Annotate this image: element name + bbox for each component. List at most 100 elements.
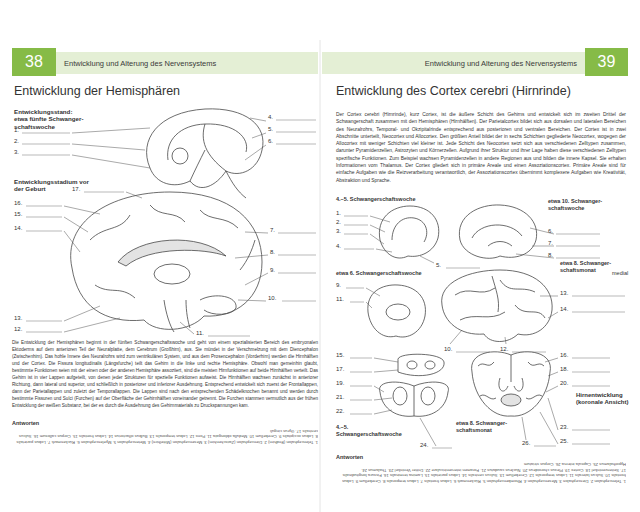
answer-blank (276, 120, 316, 121)
answer-blank (346, 288, 364, 289)
answer-blank (350, 372, 372, 373)
callout-number: 7. (548, 240, 553, 247)
callout-number: 26. (522, 440, 530, 447)
brain-illustration (368, 285, 426, 337)
leader-line (245, 145, 266, 160)
callout-number: 1. (14, 127, 19, 134)
answer-blank (534, 446, 556, 447)
leader-line (64, 231, 80, 252)
callout-number: 9. (336, 282, 341, 289)
brain-illustration (200, 210, 238, 228)
brain-illustration (414, 386, 415, 416)
page-title: Entwicklung des Cortex cerebri (Hirnrind… (336, 84, 571, 99)
callout-number: 8. (548, 252, 553, 259)
callout-number: 18. (560, 366, 568, 373)
leader-line (180, 322, 194, 334)
callout-number: 17. (336, 366, 344, 373)
leader-line (126, 192, 142, 198)
brain-illustration (511, 355, 512, 382)
leader-line (245, 232, 268, 233)
callout-number: 22. (336, 408, 344, 415)
page-number: 39 (598, 53, 616, 71)
stage-caption: 4.–5. Schwangerschaftswoche (336, 424, 408, 437)
callout-number: 6. (268, 138, 273, 145)
callout-number: 4. (336, 243, 341, 250)
stage-caption: 4.–5. Schwangerschaftswoche (336, 196, 415, 203)
answer-blank (350, 400, 372, 401)
leader-line (450, 330, 462, 344)
answer-blank (84, 192, 124, 193)
brain-illustration (455, 288, 495, 295)
brain-illustration (203, 124, 226, 171)
answer-blank (572, 296, 625, 297)
page-number-tab: 38 (12, 48, 56, 76)
running-header: Entwicklung und Alterung des Nervensyste… (56, 52, 318, 74)
callout-number: 16. (560, 352, 568, 359)
callout-number: 14. (560, 306, 568, 313)
brain-illustration (392, 218, 427, 242)
answer-blank (456, 352, 490, 353)
brain-illustration (442, 270, 552, 342)
answer-blank (432, 448, 452, 449)
callout-number: 6. (548, 228, 553, 235)
callout-number: 13. (560, 290, 568, 297)
brain-illustration (95, 285, 135, 298)
callout-number: 5. (268, 126, 273, 133)
leader-line (245, 273, 268, 285)
header-text: Entwicklung und Alterung des Nervensyste… (425, 59, 577, 68)
leader-line (235, 255, 268, 258)
leader-line (545, 358, 558, 362)
brain-illustration (164, 300, 174, 332)
brain-illustration (478, 362, 494, 366)
answer-blank (278, 273, 316, 274)
answer-blank (572, 430, 610, 431)
callout-number: 11. (336, 296, 344, 303)
brain-illustration (118, 240, 226, 266)
answer-blank (26, 332, 62, 333)
leader-line (374, 358, 398, 362)
callout-number: 4. (268, 114, 273, 121)
answer-blank (26, 321, 62, 322)
brain-illustration (500, 280, 535, 292)
answer-blank (344, 249, 374, 250)
brain-illustration (190, 150, 205, 181)
running-header: Entwicklung und Alterung des Nervensyste… (322, 52, 585, 74)
brain-illustration (515, 305, 545, 318)
leader-line (72, 144, 145, 150)
answer-blank (276, 132, 316, 133)
leader-line (540, 412, 558, 444)
brain-illustration (398, 354, 444, 375)
leader-line (522, 417, 526, 440)
brain-illustration (386, 304, 410, 320)
callout-number: 12. (500, 346, 508, 353)
brain-illustration (499, 378, 508, 391)
leader-line (64, 217, 88, 232)
stage-caption: etwa 8. Schwanger- schaftsmonat (560, 260, 612, 273)
callout-number: 21. (336, 394, 344, 401)
brain-illustration (425, 361, 435, 369)
brain-illustration (226, 171, 246, 198)
brain-illustration (154, 264, 190, 284)
leader-line (540, 296, 558, 297)
leader-line (252, 133, 266, 138)
brain-illustration (459, 205, 536, 258)
answer-blank (22, 133, 70, 134)
leader-line (238, 300, 266, 301)
leader-line (64, 306, 100, 321)
callout-number: 1. (336, 210, 341, 217)
brain-illustration (421, 387, 435, 405)
answer-blank (344, 234, 368, 235)
answers-text: 1. Telencephalon 2. Diencephalon 3. Mese… (336, 462, 626, 484)
leader-line (370, 234, 384, 244)
answer-blank (572, 312, 625, 313)
callout-number: 2. (14, 138, 19, 145)
answer-blank (350, 358, 372, 359)
leader-line (374, 370, 398, 372)
answers-text: 1. Telencephalon (Endhirn) 2. Diencephal… (12, 428, 318, 445)
answer-blank (276, 144, 316, 145)
stage-caption: Entwicklungsstadium vor der Geburt (14, 178, 96, 193)
answer-blank (22, 155, 70, 156)
answer-blank (572, 372, 610, 373)
brain-illustration (150, 205, 185, 222)
